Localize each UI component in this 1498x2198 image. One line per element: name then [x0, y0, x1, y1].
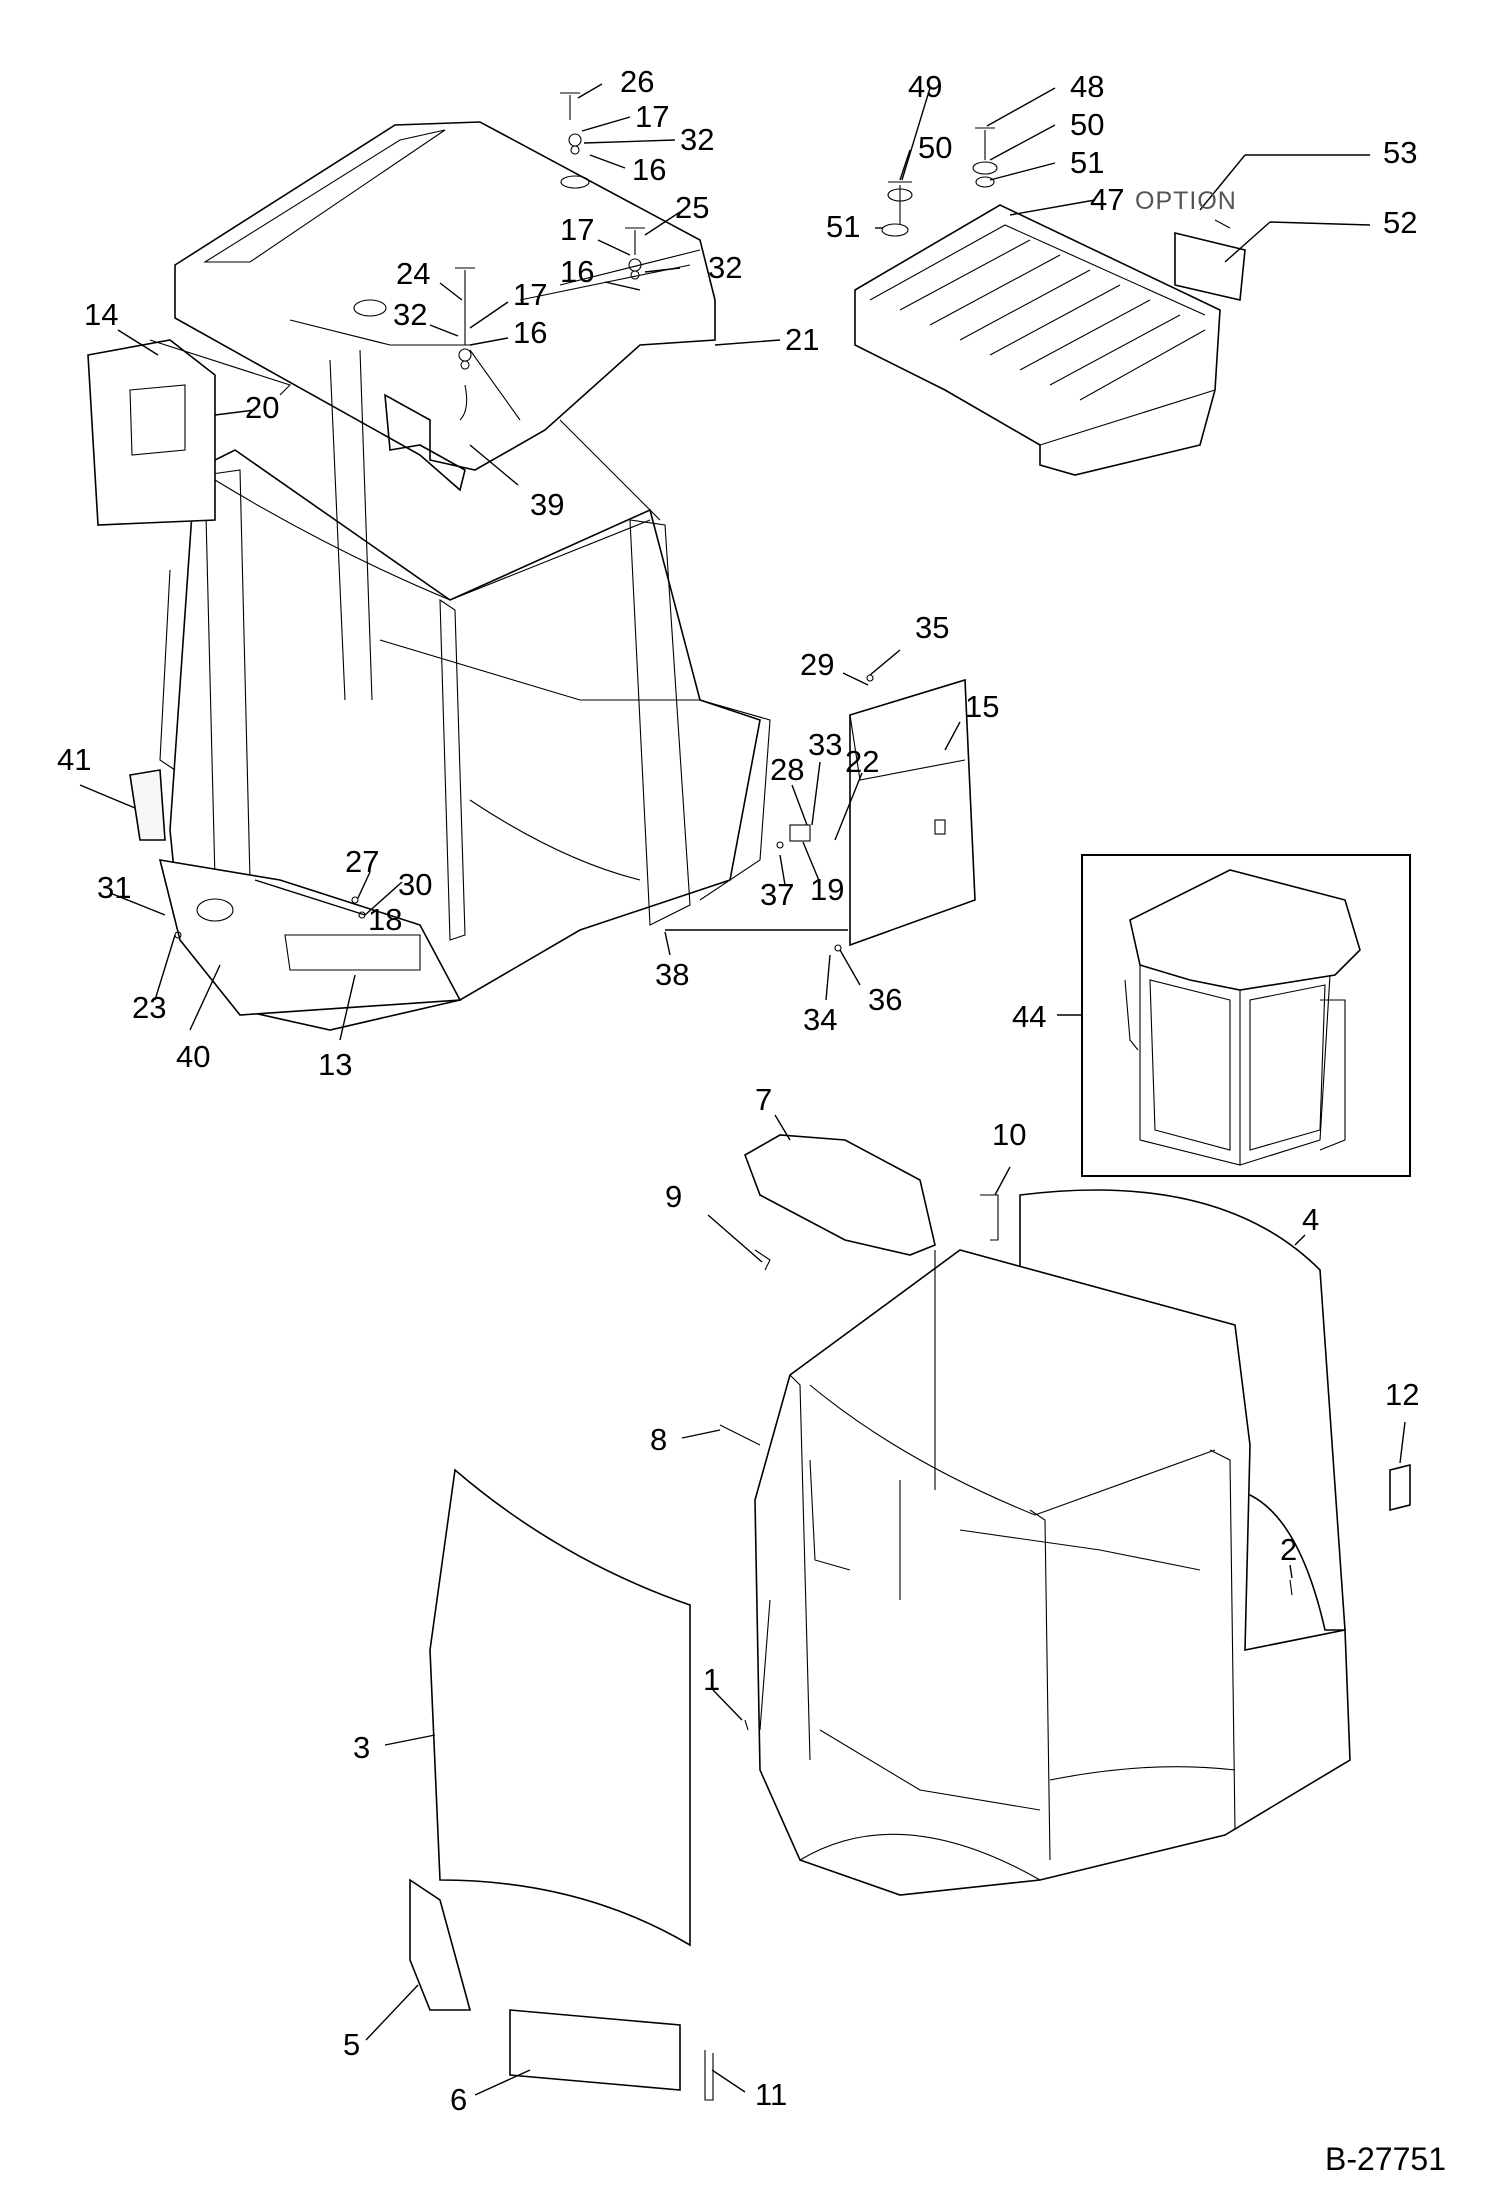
- callout-29: 29: [800, 647, 834, 682]
- callout-15: 15: [965, 689, 999, 724]
- callout-50: 50: [1070, 107, 1104, 142]
- callout-18: 18: [368, 902, 402, 937]
- callout-32: 32: [680, 122, 714, 157]
- fastener-marks: [174, 92, 874, 952]
- callout-41: 41: [57, 742, 91, 777]
- callout-30: 30: [398, 867, 432, 902]
- callout-27: 27: [345, 844, 379, 879]
- option-label: OPTION: [1135, 187, 1237, 215]
- callout-9: 9: [665, 1179, 682, 1214]
- callout-35: 35: [915, 610, 949, 645]
- callout-47: 47: [1090, 182, 1124, 217]
- callout-17: 17: [513, 277, 547, 312]
- leader-lines: [79, 83, 1406, 2096]
- callout-14: 14: [84, 297, 118, 332]
- callout-2: 2: [1280, 1532, 1297, 1567]
- callout-51: 51: [1070, 145, 1104, 180]
- inset-44: [1081, 854, 1411, 1177]
- bottom-cab-frame: [754, 1249, 1351, 1896]
- callout-17: 17: [560, 212, 594, 247]
- drawing-reference: B-27751: [1325, 2141, 1446, 2177]
- callout-7: 7: [755, 1082, 772, 1117]
- clip-9: [754, 1249, 771, 1271]
- callout-23: 23: [132, 990, 166, 1025]
- callout-22: 22: [845, 744, 879, 779]
- callout-53: 53: [1383, 135, 1417, 170]
- callout-16: 16: [513, 315, 547, 350]
- strip-8: [719, 1424, 761, 1446]
- callout-39: 39: [530, 487, 564, 522]
- callout-3: 3: [353, 1730, 370, 1765]
- callout-12: 12: [1385, 1377, 1419, 1412]
- glass-12: [1389, 1463, 1411, 1512]
- glass-3: [429, 1468, 691, 1947]
- callout-31: 31: [97, 870, 131, 905]
- callout-49: 49: [908, 69, 942, 104]
- strip-11: [704, 2050, 714, 2101]
- callout-44: 44: [1012, 999, 1046, 1034]
- callout-26: 26: [620, 64, 654, 99]
- callout-32: 32: [393, 297, 427, 332]
- callout-37: 37: [760, 877, 794, 912]
- callout-34: 34: [803, 1002, 837, 1037]
- callout-16: 16: [632, 152, 666, 187]
- callout-1: 1: [703, 1662, 720, 1697]
- part-15-side-panel: [849, 678, 976, 947]
- callout-16: 16: [560, 254, 594, 289]
- callout-50: 50: [918, 130, 952, 165]
- callout-labels: 26 17 32 16 25 17 16 32 24 17 32 16 14 2…: [57, 64, 1446, 2177]
- pin-2: [1289, 1579, 1293, 1596]
- callout-8: 8: [650, 1422, 667, 1457]
- glass-6: [509, 2009, 681, 2091]
- callout-17: 17: [635, 99, 669, 134]
- callout-4: 4: [1302, 1202, 1319, 1237]
- callout-38: 38: [655, 957, 689, 992]
- callout-6: 6: [450, 2082, 467, 2117]
- callout-51: 51: [826, 209, 860, 244]
- callout-40: 40: [176, 1039, 210, 1074]
- callout-48: 48: [1070, 69, 1104, 104]
- pin-1: [744, 1719, 749, 1731]
- cab-roof-drawing: [174, 121, 716, 492]
- part-14-panel: [87, 339, 292, 526]
- glass-7: [744, 1134, 936, 1256]
- callout-21: 21: [785, 322, 819, 357]
- callout-10: 10: [992, 1117, 1026, 1152]
- callout-5: 5: [343, 2027, 360, 2062]
- callout-28: 28: [770, 752, 804, 787]
- strip-10: [980, 1194, 999, 1241]
- callout-11: 11: [755, 2077, 787, 2112]
- callout-25: 25: [675, 190, 709, 225]
- callout-20: 20: [245, 390, 279, 425]
- glass-5: [409, 1878, 472, 2011]
- callout-33: 33: [808, 727, 842, 762]
- callout-36: 36: [868, 982, 902, 1017]
- roof-guard-drawing: [854, 127, 1221, 476]
- callout-19: 19: [810, 872, 844, 907]
- callout-32: 32: [708, 250, 742, 285]
- callout-52: 52: [1383, 205, 1417, 240]
- part-41-40-13-lower: [129, 769, 462, 1016]
- part-52-plate: [1174, 219, 1246, 301]
- callout-24: 24: [396, 256, 430, 291]
- callout-13: 13: [318, 1047, 352, 1082]
